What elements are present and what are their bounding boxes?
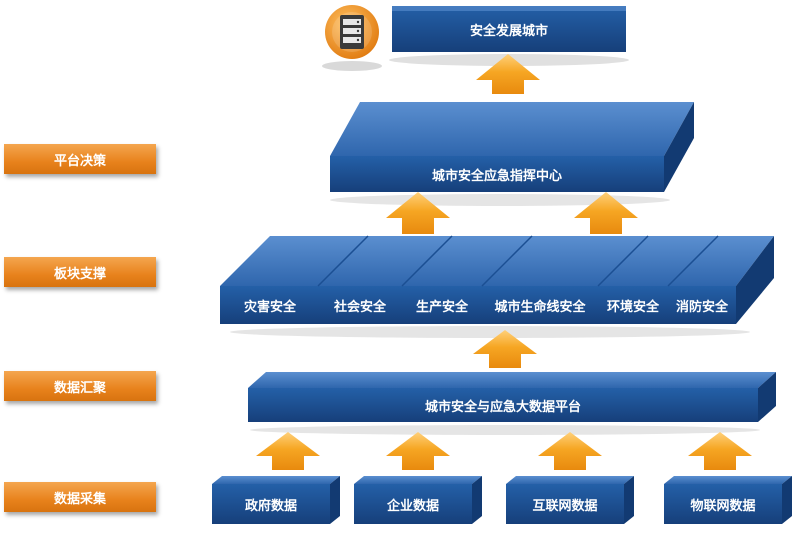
tier-label-aggregation: 数据汇聚: [4, 371, 156, 401]
arrow-up-icon: [688, 432, 752, 470]
source-block: [506, 476, 634, 524]
source-block: [354, 476, 482, 524]
arrow-up-icon: [538, 432, 602, 470]
sectors-block: [220, 235, 774, 338]
sector-label: 生产安全: [415, 299, 468, 315]
command-center-block: [330, 102, 694, 206]
command-center-label: 城市安全应急指挥中心: [431, 168, 562, 184]
sector-label: 城市生命线安全: [494, 299, 586, 315]
sector-label: 社会安全: [333, 299, 386, 315]
source-label: 企业数据: [386, 498, 439, 514]
platform-label: 城市安全与应急大数据平台: [424, 399, 581, 415]
source-label: 物联网数据: [690, 498, 756, 514]
tier-label-decision: 平台决策: [4, 144, 156, 174]
sector-label: 环境安全: [606, 299, 659, 315]
sector-label: 灾害安全: [243, 299, 296, 315]
arrow-up-icon: [473, 330, 537, 368]
arrow-up-icon: [574, 192, 638, 234]
tier-label-collection: 数据采集: [4, 482, 156, 512]
arrow-up-icon: [476, 54, 540, 94]
platform-block: [248, 372, 776, 435]
source-block: [212, 476, 340, 524]
source-block: [664, 476, 792, 524]
goal-box: [389, 6, 629, 66]
tier-label-support: 板块支撑: [4, 257, 156, 287]
source-label: 政府数据: [244, 498, 297, 514]
arrow-up-icon: [256, 432, 320, 470]
goal-label: 安全发展城市: [469, 23, 548, 39]
source-label: 互联网数据: [532, 498, 598, 514]
sector-label: 消防安全: [675, 299, 728, 315]
arrow-up-icon: [386, 192, 450, 234]
server-icon: [322, 5, 382, 71]
arrow-up-icon: [386, 432, 450, 470]
